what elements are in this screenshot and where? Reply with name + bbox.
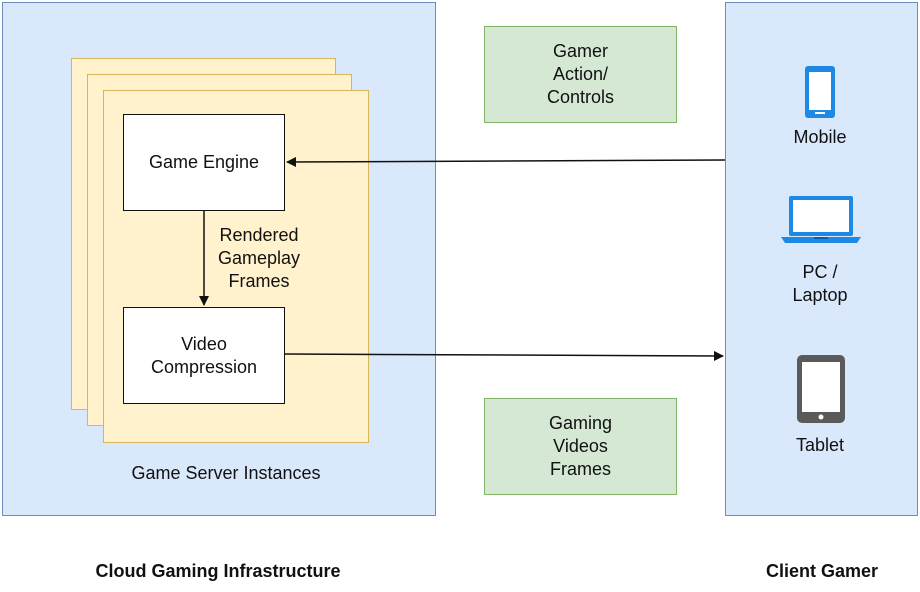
device-label-tablet: Tablet [795, 435, 845, 455]
video-compression-box: Video Compression [123, 307, 285, 404]
game-engine-label: Game Engine [148, 152, 260, 172]
game-server-instances-label: Game Server Instances [131, 463, 321, 483]
client-gamer-label: Client Gamer [765, 561, 879, 581]
gamer-action-controls-box: Gamer Action/ Controls [484, 26, 677, 123]
device-label-mobile: Mobile [793, 127, 847, 147]
cloud-gaming-infrastructure-label: Cloud Gaming Infrastructure [95, 561, 341, 581]
game-engine-box: Game Engine [123, 114, 285, 211]
gamer-action-controls-label: Gamer Action/ Controls [546, 41, 615, 107]
video-compression-label: Video Compression [150, 333, 258, 377]
rendered-frames-label: Rendered Gameplay Frames [217, 225, 301, 291]
device-label-pc-laptop: PC / Laptop [792, 262, 848, 305]
gaming-videos-frames-label: Gaming Videos Frames [548, 413, 613, 479]
gaming-videos-frames-box: Gaming Videos Frames [484, 398, 677, 495]
